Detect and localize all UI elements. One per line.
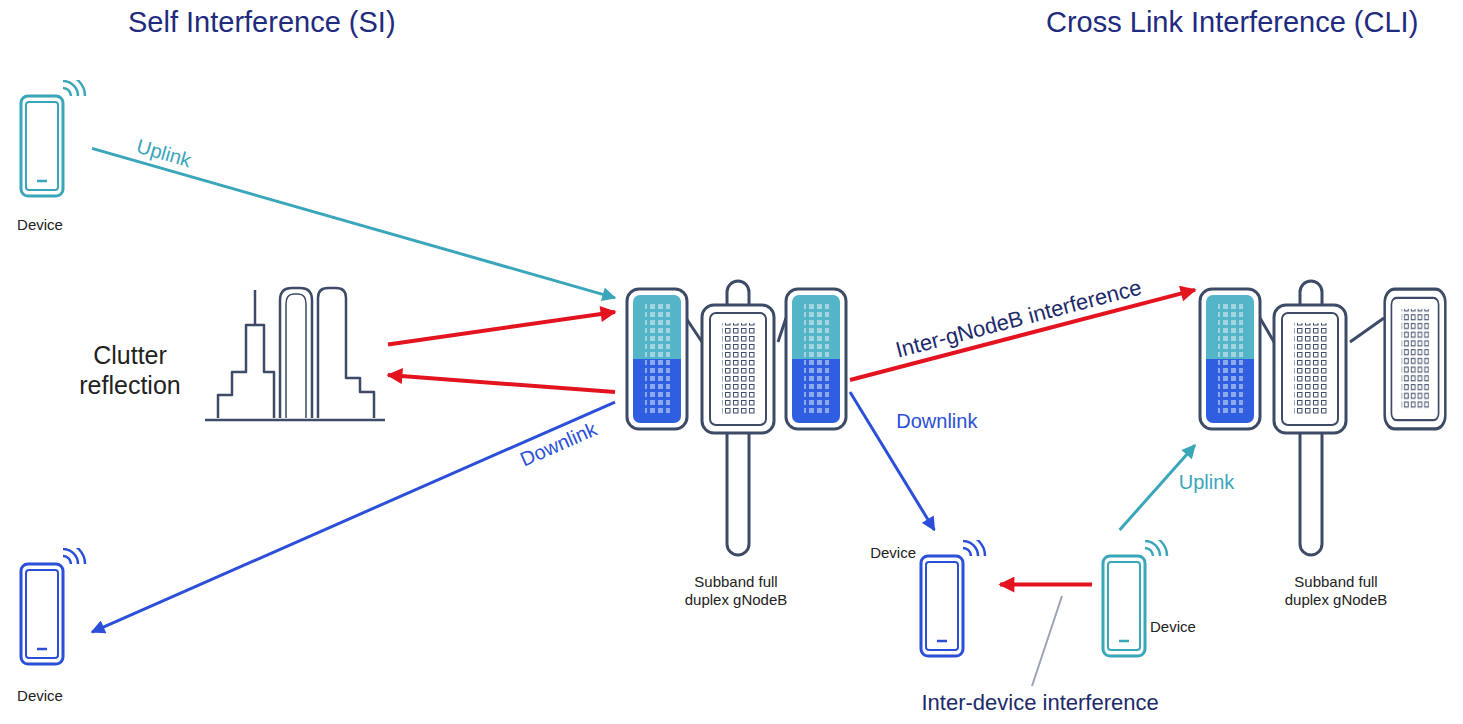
device-label: Device (866, 544, 916, 562)
clutter-node: Clutter reflection (60, 282, 388, 424)
edge-label: Downlink (514, 416, 603, 472)
section-heading: Cross Link Interference (CLI) (1046, 6, 1418, 39)
interference-arrow (388, 375, 615, 392)
device-label: Device (12, 687, 68, 705)
uplink-arrow (92, 148, 615, 297)
device-icon (921, 535, 985, 656)
gnodeb-tower (627, 281, 846, 555)
gnodeb-tower (1200, 281, 1445, 555)
clutter-building (205, 288, 385, 420)
section-heading: Self Interference (SI) (128, 6, 396, 39)
device-node: Device (12, 545, 92, 713)
edge-label: Inter-gNodeB interference (890, 274, 1147, 364)
downlink-arrow (92, 402, 615, 632)
edge-label: Uplink (1176, 471, 1238, 494)
interference-arrow (388, 312, 615, 345)
interference-arrow (1000, 583, 1092, 587)
device-icon (21, 543, 85, 664)
gnodeb-node: Subband full duplex gNodeB (615, 283, 850, 628)
edge-label: Downlink (893, 410, 980, 433)
callout-label: Inter-device interference (922, 690, 1159, 715)
clutter-label: Clutter reflection (60, 340, 200, 400)
device-label: Device (12, 216, 68, 234)
gnodeb-label: Subband full duplex gNodeB (680, 573, 792, 609)
device-icon (21, 75, 85, 196)
device-node: Device (866, 530, 1000, 670)
edge-label: Uplink (131, 134, 197, 173)
device-label: Device (1150, 618, 1206, 636)
device-node: Device (12, 78, 92, 238)
device-icon (1103, 535, 1167, 656)
gnodeb-node: Subband full duplex gNodeB (1195, 283, 1451, 628)
gnodeb-label: Subband full duplex gNodeB (1280, 573, 1392, 609)
leader-line (1032, 596, 1062, 686)
device-node: Device (1092, 530, 1207, 670)
